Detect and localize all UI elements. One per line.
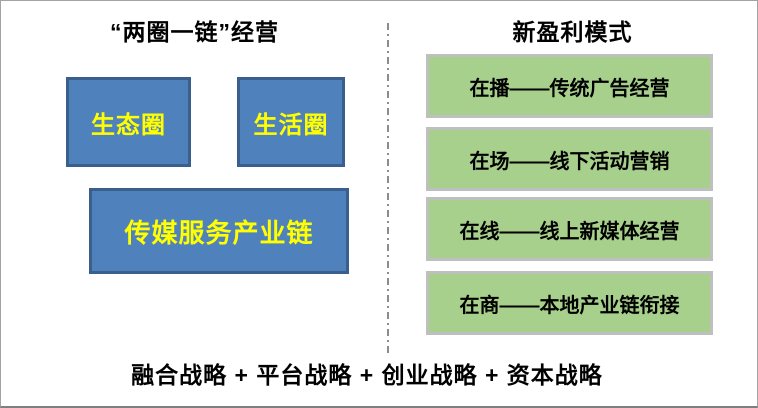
left-section-title: “两圈一链”经营 <box>110 19 279 45</box>
box-life-circle: 生活圈 <box>237 77 345 167</box>
profit-mode-item-broadcast: 在播——传统广告经营 <box>426 54 713 118</box>
box-media-service-industry-chain-label: 传媒服务产业链 <box>124 217 314 248</box>
profit-mode-item-broadcast-label: 在播——传统广告经营 <box>469 77 670 100</box>
profit-mode-item-online: 在线——线上新媒体经营 <box>426 197 713 261</box>
profit-mode-item-onsite-label: 在场——线下活动营销 <box>469 150 670 173</box>
box-life-circle-label: 生活圈 <box>253 111 329 139</box>
box-media-service-industry-chain: 传媒服务产业链 <box>89 188 349 274</box>
profit-mode-item-commerce-label: 在商——本地产业链衔接 <box>459 294 680 317</box>
profit-mode-item-commerce: 在商——本地产业链衔接 <box>426 271 713 335</box>
box-ecology-circle: 生态圈 <box>66 77 191 167</box>
section-divider-line <box>387 23 389 353</box>
right-section-title: 新盈利模式 <box>512 19 633 45</box>
profit-mode-item-online-label: 在线——线上新媒体经营 <box>459 220 680 243</box>
profit-mode-item-onsite: 在场——线下活动营销 <box>426 127 713 191</box>
box-ecology-circle-label: 生态圈 <box>91 111 166 139</box>
strategy-footer-text: 融合战略 + 平台战略 + 创业战略 + 资本战略 <box>131 362 603 388</box>
